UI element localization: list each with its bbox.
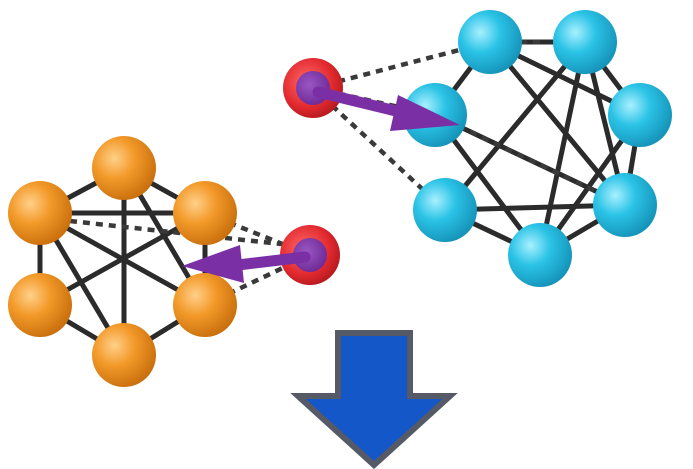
blue-sphere-icon (508, 223, 572, 287)
orange-sphere-icon (92, 323, 156, 387)
move-arrow-bottom (182, 245, 311, 283)
blue-cluster-nodes (403, 10, 672, 287)
orange-sphere-icon (92, 136, 156, 200)
move-arrow-head-icon (182, 245, 244, 283)
move-arrow-shaft (312, 86, 406, 118)
red-transfer-node-top (283, 58, 343, 118)
orange-sphere-icon (8, 273, 72, 337)
blue-sphere-icon (593, 173, 657, 237)
dashed-edge (69, 218, 291, 248)
blue-sphere-icon (458, 10, 522, 74)
blue-sphere-icon (608, 83, 672, 147)
dashed-edge (434, 112, 626, 208)
orange-sphere-icon (173, 273, 237, 337)
blue-cluster (311, 10, 672, 287)
orange-cluster-nodes (8, 136, 237, 387)
blue-sphere-icon (553, 10, 617, 74)
down-arrow-icon (290, 330, 458, 469)
edge (442, 39, 588, 213)
edge (487, 39, 628, 208)
edge (537, 39, 588, 258)
purple-node-core-icon (296, 71, 330, 105)
move-arrow-head-icon (390, 95, 460, 131)
move-arrow-top (312, 86, 460, 131)
blue-sphere-icon (413, 178, 477, 242)
move-arrow-shaft (232, 251, 311, 271)
down-arrow-shape (290, 330, 458, 469)
orange-sphere-icon (173, 181, 237, 245)
orange-sphere-icon (8, 181, 72, 245)
dashed-edge (312, 39, 491, 91)
